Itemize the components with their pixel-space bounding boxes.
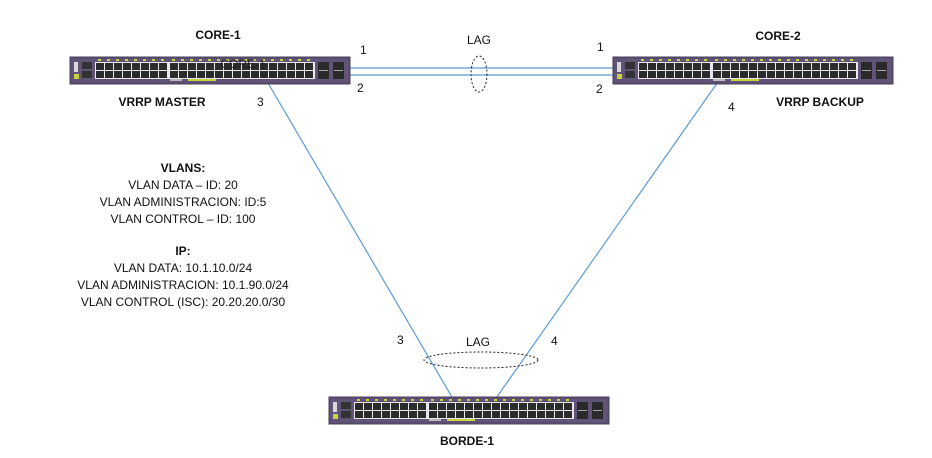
ip-title: IP: — [175, 244, 191, 258]
ip-item: VLAN CONTROL (ISC): 20.20.20.0/30 — [80, 295, 286, 309]
lag-top-label: LAG — [466, 33, 492, 47]
ip-item: VLAN DATA: 10.1.10.0/24 — [113, 261, 253, 275]
core1-role-label: VRRP MASTER — [118, 95, 206, 109]
borde1-label: BORDE-1 — [439, 434, 495, 448]
port-label-borde-3: 3 — [397, 333, 404, 347]
lag-bottom-label: LAG — [465, 335, 491, 349]
ip-item: VLAN ADMINISTRACION: 10.1.90.0/24 — [77, 278, 289, 292]
vlan-info-block: VLANS: VLAN DATA – ID: 20 VLAN ADMINISTR… — [77, 160, 288, 311]
vlan-item: VLAN ADMINISTRACION: ID:5 — [99, 195, 267, 209]
port-label-core1-1: 1 — [360, 43, 367, 57]
port-label-core2-1: 1 — [597, 40, 604, 54]
port-label-borde-4: 4 — [551, 334, 558, 348]
lag-top-ellipse — [470, 55, 488, 93]
port-label-core1-3: 3 — [257, 95, 264, 109]
switch-core2[interactable] — [612, 56, 894, 85]
port-label-core1-2: 2 — [357, 81, 364, 95]
link-core1-borde1-port3 — [267, 82, 457, 405]
vlan-item: VLAN CONTROL – ID: 100 — [110, 212, 256, 226]
lag-bottom-ellipse — [423, 351, 539, 369]
port-label-core2-4: 4 — [728, 100, 735, 114]
core1-label: CORE-1 — [195, 28, 241, 42]
core2-label: CORE-2 — [755, 29, 801, 43]
core1-overlay-label: CORE-1 — [220, 57, 266, 71]
vlan-item: VLAN DATA – ID: 20 — [128, 178, 238, 192]
port-label-core2-2: 2 — [596, 82, 603, 96]
vlans-title: VLANS: — [160, 161, 206, 175]
switch-borde1[interactable] — [328, 396, 610, 425]
link-core2-borde1-port4 — [491, 78, 721, 405]
switch-core1[interactable] — [69, 56, 351, 85]
core2-role-label: VRRP BACKUP — [776, 95, 864, 109]
